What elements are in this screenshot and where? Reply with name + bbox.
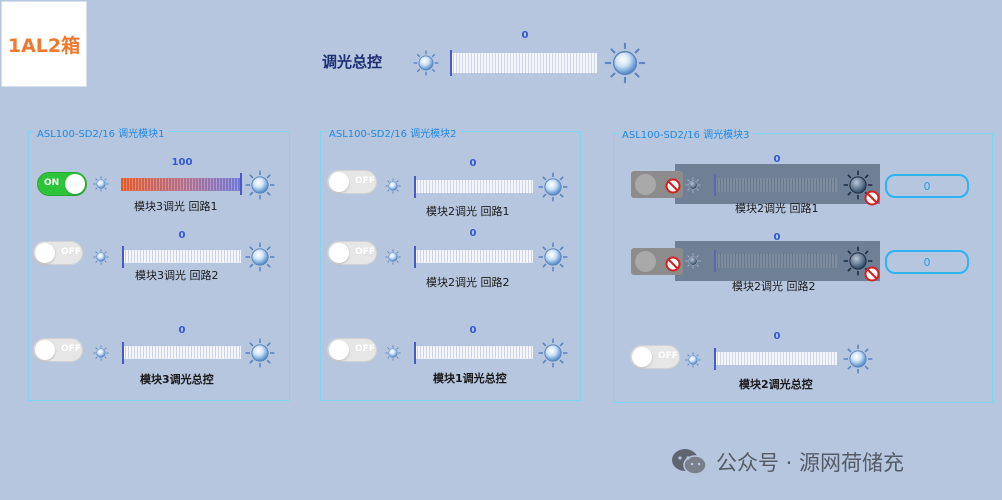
cabinet-title-card: 1AL2箱 [1,1,87,87]
toggle-switch[interactable]: OFF [327,170,377,194]
slider-thumb[interactable] [240,173,242,195]
sun-dim-icon[interactable] [685,352,701,368]
master-slider[interactable] [451,53,597,73]
slider-thumb[interactable] [414,342,416,364]
channel-caption: 模块2调光总控 [739,378,813,391]
toggle-label: OFF [355,176,375,186]
dimmer-slider [715,178,837,192]
numeric-value-box[interactable]: 0 [885,174,969,198]
sun-bright-icon[interactable] [245,338,275,368]
sun-bright-icon[interactable] [538,242,568,272]
sun-dim-icon[interactable] [93,249,109,265]
cabinet-title: 1AL2箱 [7,34,81,57]
group-module-3 [613,133,993,403]
sun-bright-icon[interactable] [245,170,275,200]
master-value: 0 [521,30,529,41]
watermark-text: 公众号 · 源网荷储充 [716,451,905,475]
sun-bright-icon [843,246,873,276]
slider-thumb[interactable] [714,348,716,370]
slider-thumb[interactable] [122,342,124,364]
slider-thumb[interactable] [414,176,416,198]
toggle-switch[interactable]: OFF [33,338,83,362]
toggle-label: ON [44,178,60,188]
watermark: 公众号 · 源网荷储充 [670,447,904,477]
slider-value: 0 [469,325,477,336]
master-slider-thumb[interactable] [450,50,452,76]
slider-thumb [714,174,716,196]
slider-value: 0 [773,232,781,243]
channel-caption: 模块3调光总控 [140,373,214,386]
no-entry-icon [665,256,681,272]
dimmer-slider[interactable] [121,178,241,191]
slider-thumb[interactable] [414,246,416,268]
slider-value: 0 [469,228,477,239]
sun-bright-icon[interactable] [843,344,873,374]
no-entry-icon [864,190,880,206]
channel-caption: 模块2调光 回路1 [735,202,819,215]
numeric-value-box[interactable]: 0 [885,250,969,274]
slider-value: 0 [773,331,781,342]
sun-bright-icon[interactable] [538,338,568,368]
channel-caption: 模块2调光 回路1 [426,205,510,218]
toggle-switch[interactable]: OFF [327,338,377,362]
toggle-switch[interactable]: ON [37,172,87,196]
toggle-switch[interactable]: OFF [33,241,83,265]
dimmer-slider[interactable] [123,346,241,359]
no-entry-icon [864,266,880,282]
dimmer-slider[interactable] [415,346,533,359]
sun-dim-icon[interactable] [385,249,401,265]
toggle-switch[interactable]: OFF [327,241,377,265]
sun-bright-icon[interactable] [538,172,568,202]
slider-value: 0 [773,154,781,165]
toggle-label: OFF [355,247,375,257]
dimmer-slider[interactable] [123,250,241,263]
toggle-label: OFF [61,344,81,354]
channel-caption: 模块3调光 回路2 [135,269,219,282]
sun-bright-icon[interactable] [245,242,275,272]
wechat-icon [672,449,707,475]
channel-caption: 模块2调光 回路2 [732,280,816,293]
sun-dim-icon [685,253,701,269]
sun-dim-icon[interactable] [385,178,401,194]
toggle-switch[interactable]: OFF [630,345,680,369]
toggle-label: OFF [61,247,81,257]
group-legend: ASL100-SD2/16 调光模块3 [619,126,753,141]
dimmer-slider[interactable] [415,250,533,263]
sun-bright-icon [843,170,873,200]
group-legend: ASL100-SD2/16 调光模块2 [326,125,460,140]
dimmer-slider [715,254,837,268]
channel-caption: 模块2调光 回路2 [426,276,510,289]
sun-dim-icon[interactable] [93,176,109,192]
channel-caption: 模块3调光 回路1 [134,200,218,213]
master-dimming-label: 调光总控 [322,53,383,71]
dimmer-slider[interactable] [415,180,533,193]
sun-dim-icon[interactable] [413,50,439,76]
toggle-label: OFF [658,351,678,361]
slider-value: 0 [178,230,186,241]
dimmer-slider[interactable] [715,352,837,365]
slider-value: 0 [178,325,186,336]
slider-thumb[interactable] [122,246,124,268]
sun-dim-icon [685,177,701,193]
slider-value: 0 [469,158,477,169]
slider-value: 100 [171,157,193,168]
sun-dim-icon[interactable] [385,345,401,361]
no-entry-icon [665,178,681,194]
sun-dim-icon[interactable] [93,345,109,361]
group-legend: ASL100-SD2/16 调光模块1 [34,125,168,140]
slider-thumb [714,250,716,272]
toggle-label: OFF [355,344,375,354]
sun-bright-icon[interactable] [604,42,646,84]
channel-caption: 模块1调光总控 [433,372,507,385]
